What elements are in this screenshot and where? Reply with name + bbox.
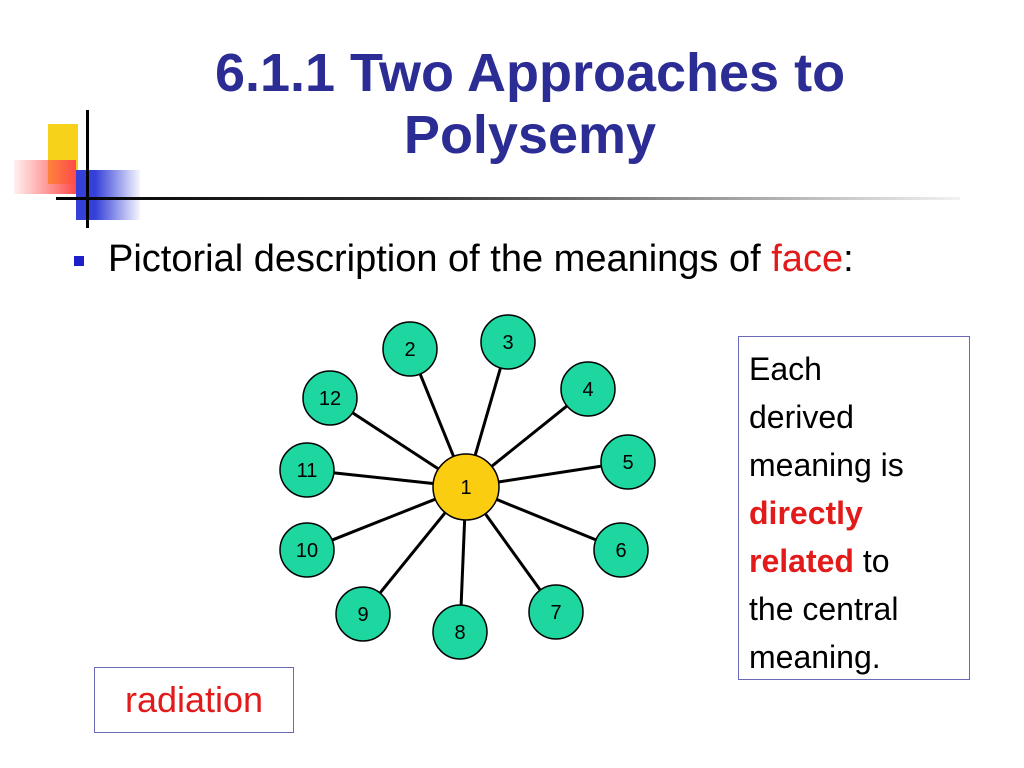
callout-line-5: the central xyxy=(749,591,899,627)
title-line-2: Polysemy xyxy=(403,105,657,165)
slide-title: 6.1.1 Two Approaches to Polysemy xyxy=(70,42,990,166)
node-label-8: 8 xyxy=(454,622,465,644)
callout-line-3: meaning is xyxy=(749,447,904,483)
callout-line-1: Each xyxy=(749,351,822,387)
node-label-9: 9 xyxy=(357,604,368,626)
node-2 xyxy=(382,321,438,377)
bullet-text: Pictorial description of the meanings of… xyxy=(108,238,854,281)
edge-1-10 xyxy=(330,497,438,542)
title-line-1: 6.1.1 Two Approaches to xyxy=(214,43,846,103)
edge-1-9 xyxy=(378,510,448,595)
bullet-highlight: face xyxy=(771,238,844,280)
decor-vertical-line xyxy=(86,110,89,228)
edge-1-2 xyxy=(418,372,456,459)
node-label-7: 7 xyxy=(550,602,561,624)
edge-1-5 xyxy=(496,464,603,484)
diagram-nodes: 2 3 4 5 6 7 8 9 10 11 12 1 xyxy=(279,314,656,660)
node-11 xyxy=(279,442,335,498)
edge-1-8 xyxy=(459,517,467,607)
node-label-4: 4 xyxy=(582,379,593,401)
edge-1-6 xyxy=(494,497,598,542)
node-10 xyxy=(279,522,335,578)
node-12 xyxy=(302,370,358,426)
node-7 xyxy=(528,584,584,640)
callout-line-4: related to xyxy=(749,537,959,585)
node-label-3: 3 xyxy=(502,332,513,354)
node-4 xyxy=(560,361,616,417)
node-8 xyxy=(432,604,488,660)
title-underline xyxy=(56,197,960,200)
node-label-5: 5 xyxy=(622,452,633,474)
node-3 xyxy=(480,314,536,370)
node-9 xyxy=(335,586,391,642)
node-center xyxy=(432,453,500,521)
edge-1-3 xyxy=(473,366,503,458)
edge-1-4 xyxy=(489,404,569,469)
radiation-label-box: radiation xyxy=(94,667,294,733)
bullet-suffix: : xyxy=(843,238,854,280)
node-label-12: 12 xyxy=(319,388,341,410)
callout-line-4-suffix: to xyxy=(853,543,890,579)
edge-1-7 xyxy=(482,511,543,592)
callout-bold-2: related xyxy=(749,543,854,579)
node-label-2: 2 xyxy=(404,339,415,361)
diagram-edges xyxy=(330,366,603,607)
callout-line-6: meaning. xyxy=(749,639,881,675)
callout-bold-1: directly xyxy=(749,495,863,531)
node-5 xyxy=(600,434,656,490)
callout-box: Each derived meaning is directly related… xyxy=(738,336,970,680)
node-label-10: 10 xyxy=(296,540,318,562)
callout-line-2: derived xyxy=(749,399,854,435)
node-center-label: 1 xyxy=(460,477,471,499)
node-label-6: 6 xyxy=(615,540,626,562)
bullet-square-icon xyxy=(74,256,84,266)
bullet-prefix: Pictorial description of the meanings of xyxy=(108,238,772,280)
edge-1-11 xyxy=(332,471,436,486)
node-label-11: 11 xyxy=(297,460,318,482)
edge-1-12 xyxy=(350,410,441,472)
decor-red-block xyxy=(14,160,76,194)
node-6 xyxy=(593,522,649,578)
